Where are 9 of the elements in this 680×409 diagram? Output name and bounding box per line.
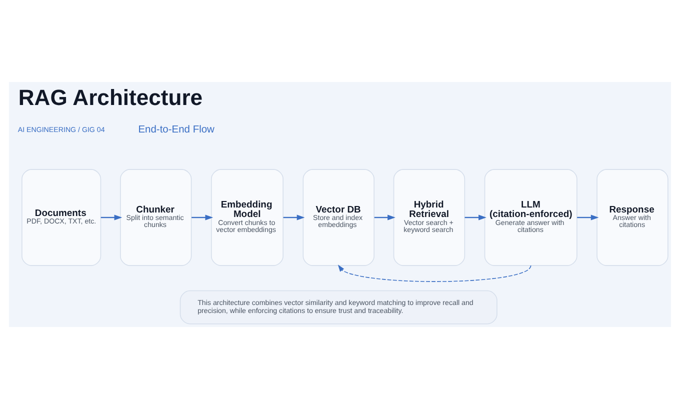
arrow <box>577 214 599 220</box>
arrow <box>100 214 122 220</box>
arrow <box>192 214 214 220</box>
arrow <box>464 214 486 220</box>
label: End-to-End Flow <box>138 124 214 136</box>
diagram-title: RAG Architecture <box>18 85 203 110</box>
arrow <box>283 214 305 220</box>
arrow <box>338 264 532 282</box>
arrow <box>374 214 396 220</box>
